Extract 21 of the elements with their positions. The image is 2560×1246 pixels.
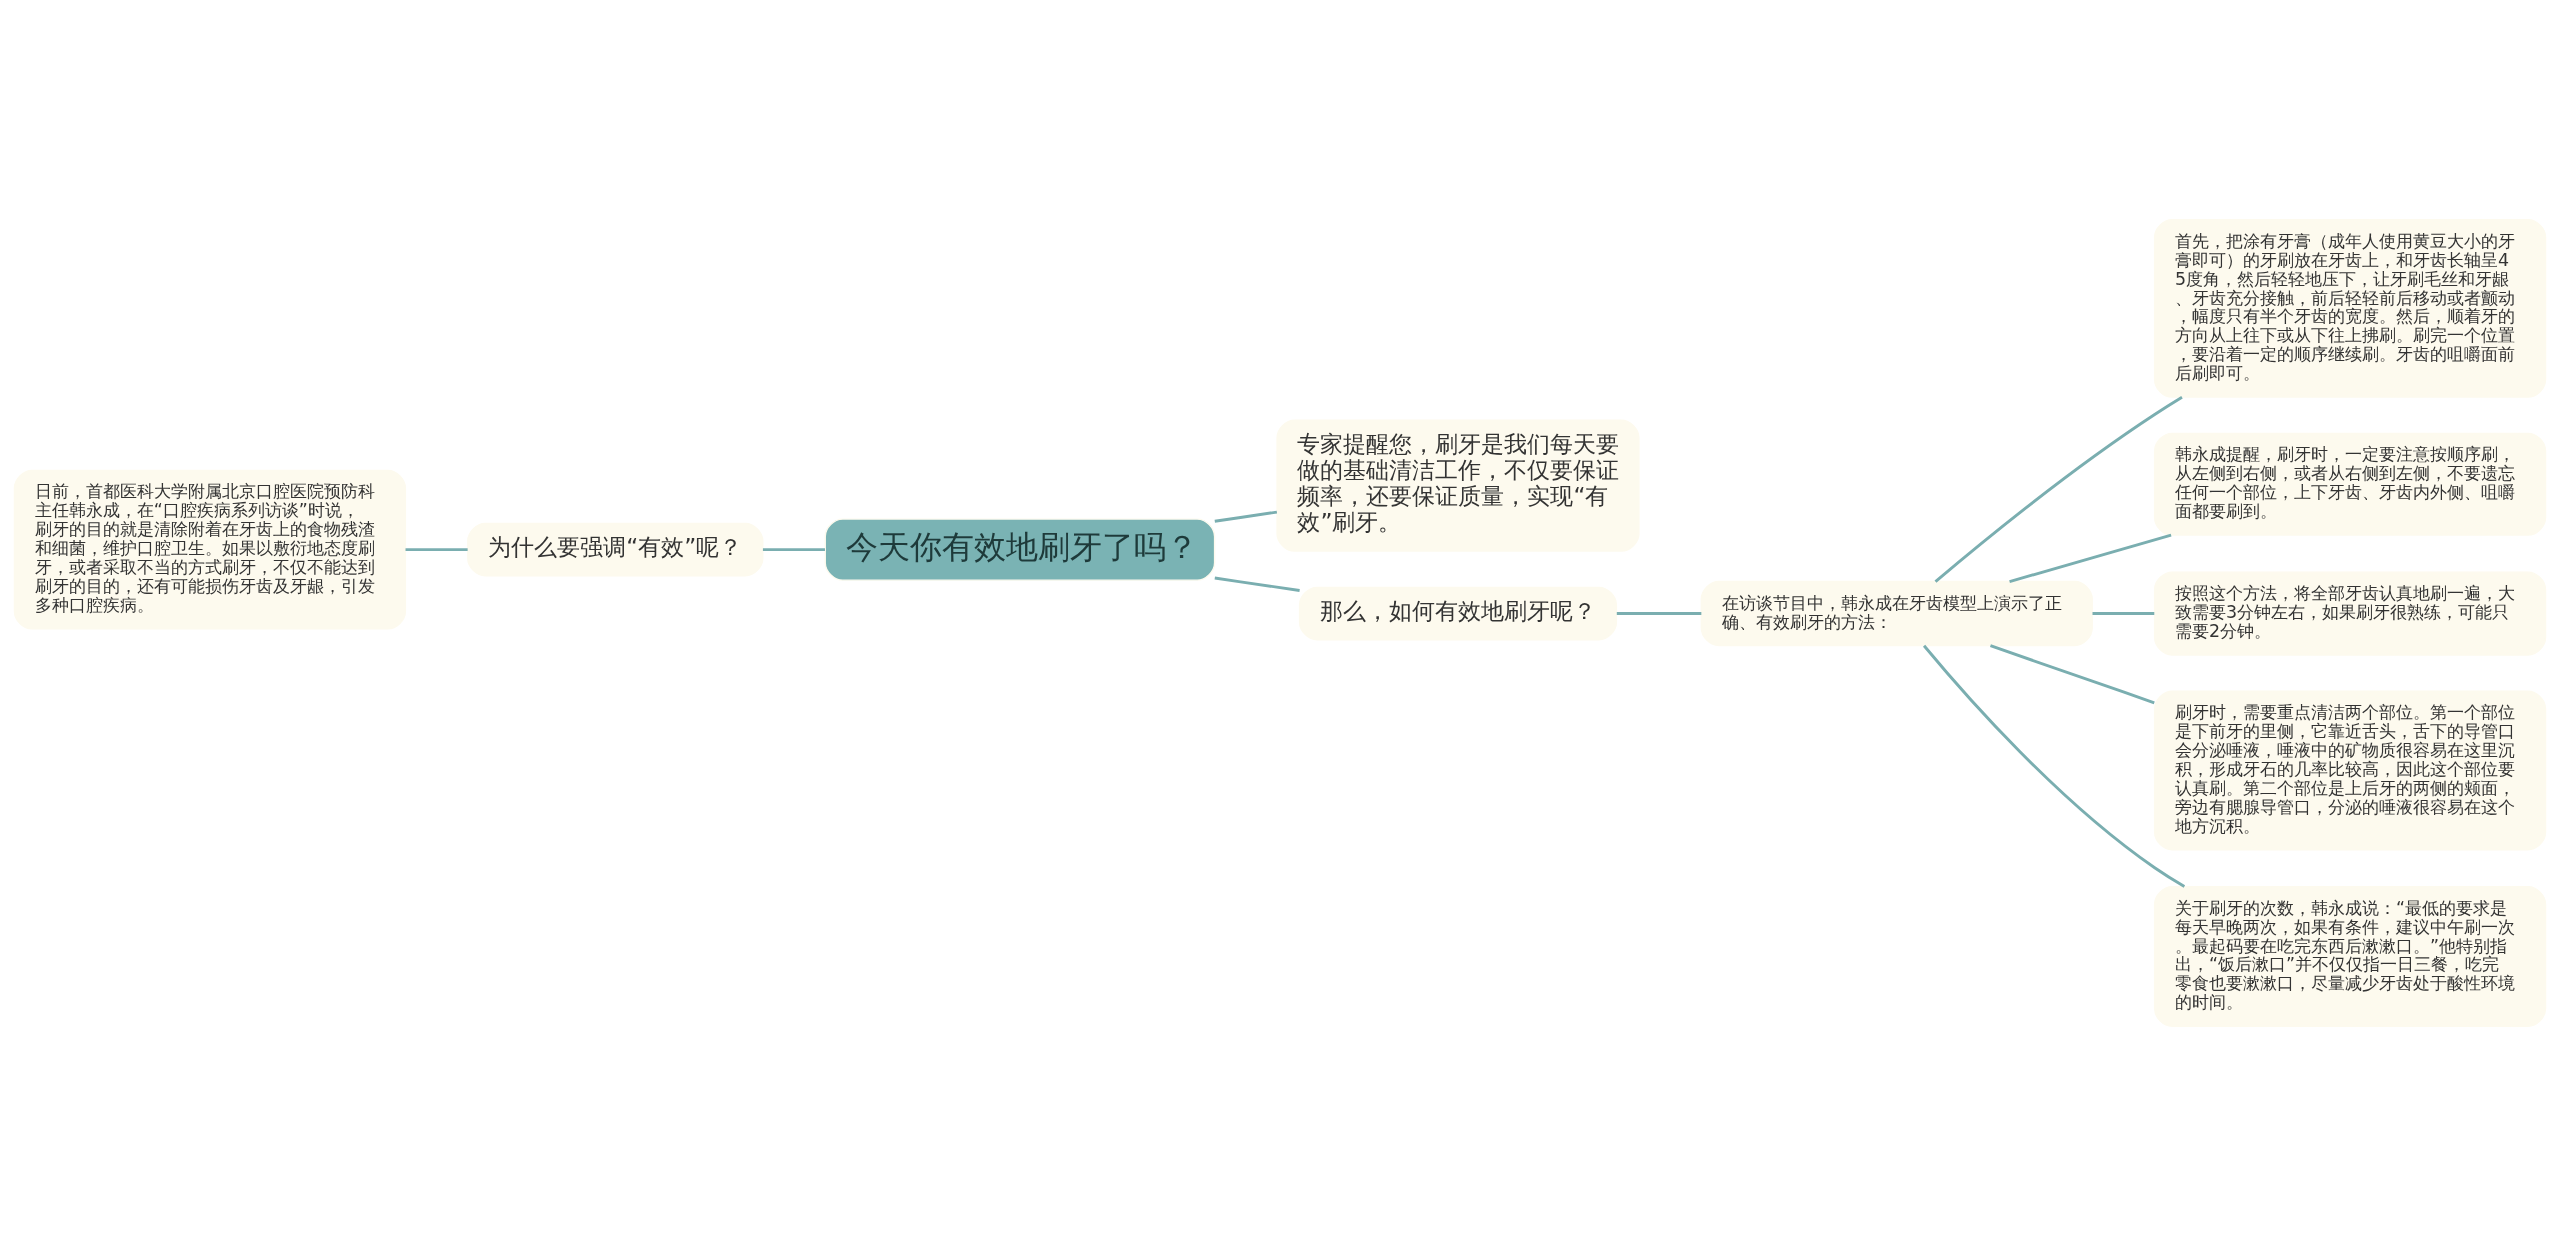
node-box: 日前，首都医科大学附属北京口腔医院预防科主任韩永成，在“口腔疾病系列访谈”时说，刷牙的目的就是清除附着在牙齿上的食物残渣和细菌，维护口腔卫生。如果以敷衍地态度刷牙，或者采取不当的方式刷牙，不仅不能达到刷牙的目的，还有可能损伤牙齿及牙龈，引发多种口腔疾病。	[13, 469, 407, 630]
node-box: 按照这个方法，将全部牙齿认真地刷一遍，大致需要3分钟左右，如果刷牙很熟练，可能只需要2分钟。	[2153, 571, 2547, 656]
node-box: 关于刷牙的次数，韩永成说：“最低的要求是每天早晚两次，如果有条件，建议中午刷一次。最起码要在吃完东西后漱漱口。”他特别指出，“饭后漱口”并不仅仅指一日三餐，吃完零食也要漱漱口，尽量减少牙齿处于酸性环境的时间。	[2153, 886, 2547, 1027]
connector	[2009, 533, 2172, 583]
connector	[762, 548, 825, 552]
node-box: 刷牙时，需要重点清洁两个部位。第一个部位是下前牙的里侧，它靠近舌头，舌下的导管口会分泌唾液，唾液中的矿物质很容易在这里沉积，形成牙石的几率比较高，因此这个部位要认真刷。第二个部位是上后牙的两侧的颊面，旁边有腮腺导管口，分泌的唾液很容易在这个地方沉积。	[2153, 690, 2547, 851]
connector	[1934, 396, 2183, 583]
connector	[1922, 644, 2186, 888]
node-box: 为什么要强调“有效”呢？	[467, 522, 764, 577]
connector	[2092, 612, 2155, 615]
connector	[1214, 576, 1300, 592]
node-box: 韩永成提醒，刷牙时，一定要注意按顺序刷，从左侧到右侧，或者从右侧到左侧，不要遗忘任何一个部位，上下牙齿、牙齿内外侧、咀嚼面都要刷到。	[2153, 432, 2547, 536]
connector	[1989, 644, 2155, 705]
node-box: 那么，如何有效地刷牙呢？	[1298, 586, 1618, 641]
node-box: 今天你有效地刷牙了吗？	[824, 518, 1216, 581]
connector	[1214, 510, 1278, 523]
connector	[1616, 612, 1702, 615]
connector	[405, 548, 468, 552]
node-box: 首先，把涂有牙膏（成年人使用黄豆大小的牙膏即可）的牙刷放在牙齿上，和牙齿长轴呈45度角，然后轻轻地压下，让牙刷毛丝和牙龈、牙齿充分接触，前后轻轻前后移动或者颤动，幅度只有半个牙齿的宽度。然后，顺着牙的方向从上往下或从下往上拂刷。刷完一个位置，要沿着一定的顺序继续刷。牙齿的咀嚼面前后刷即可。	[2153, 219, 2547, 398]
node-box: 专家提醒您，刷牙是我们每天要做的基础清洁工作，不仅要保证频率，还要保证质量，实现“有效”刷牙。	[1276, 419, 1640, 552]
node-box: 在访谈节目中，韩永成在牙齿模型上演示了正确、有效刷牙的方法：	[1700, 580, 2093, 647]
